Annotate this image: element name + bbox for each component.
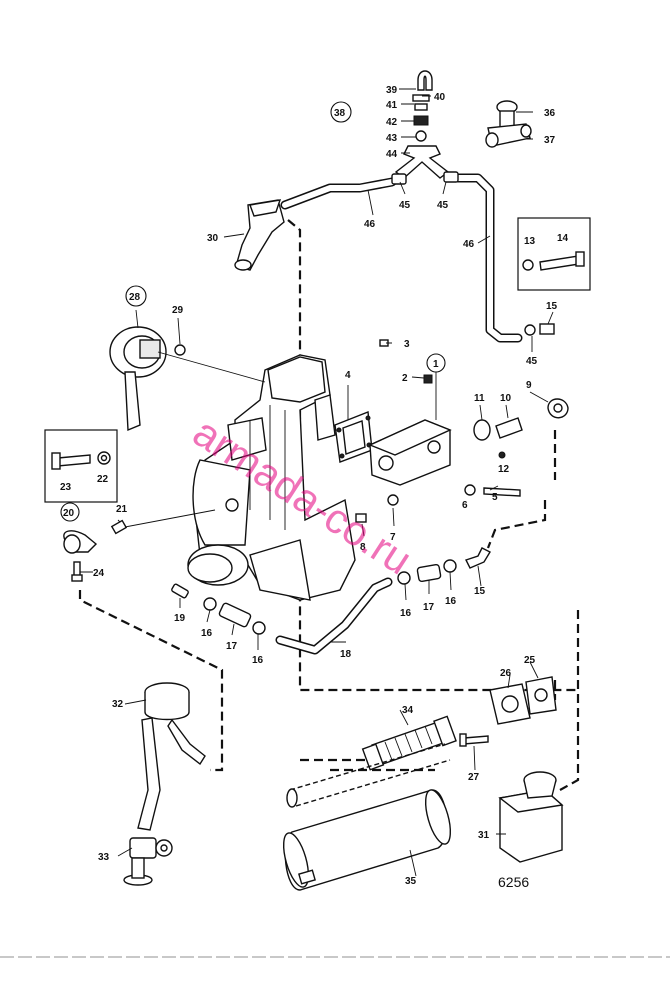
callout-41: 41 <box>386 100 398 111</box>
callout-38-ring <box>330 101 352 123</box>
silencer-part-35 <box>282 789 452 891</box>
drain-valve-part-33 <box>123 837 173 886</box>
drawing-code: 6256 <box>498 874 529 890</box>
callout-14: 14 <box>557 233 569 244</box>
callout-45-lower: 45 <box>526 356 538 367</box>
callout-29: 29 <box>172 305 184 316</box>
callout-16-c: 16 <box>400 608 412 619</box>
callout-40: 40 <box>434 92 446 103</box>
callout-16-b: 16 <box>252 655 264 666</box>
hose-part-46-right <box>450 173 523 343</box>
bolt-part-27 <box>459 733 489 747</box>
hose-part-46-upper <box>280 177 397 210</box>
callout-11: 11 <box>474 393 485 404</box>
pump-part-28 <box>109 326 266 432</box>
detail-box-22-23 <box>44 429 118 503</box>
callout-46-upper: 46 <box>364 219 376 230</box>
callout-19: 19 <box>174 613 186 624</box>
callout-8: 8 <box>360 542 366 553</box>
callout-28: 28 <box>129 292 141 303</box>
plate-part-4 <box>334 411 373 463</box>
fitting-part-24 <box>71 561 83 582</box>
callout-6: 6 <box>462 500 468 511</box>
callout-32: 32 <box>112 699 124 710</box>
leader-lines <box>80 88 554 877</box>
sleeve-part-35-upper <box>286 743 451 808</box>
fittings-16-17-16-15 <box>397 547 491 585</box>
callout-22: 22 <box>97 474 109 485</box>
callout-4: 4 <box>345 370 351 381</box>
callout-21: 21 <box>116 504 128 515</box>
callout-16-a: 16 <box>201 628 213 639</box>
callout-17-lower: 17 <box>226 641 238 652</box>
callout-44: 44 <box>386 149 398 160</box>
callout-18: 18 <box>340 649 352 660</box>
top-fitting-assembly <box>391 70 459 185</box>
manifold-part-31 <box>498 771 564 863</box>
detail-box-13-14 <box>517 217 591 291</box>
engine-block <box>187 354 356 601</box>
callout-9: 9 <box>526 380 532 391</box>
callout-37: 37 <box>544 135 556 146</box>
callout-36: 36 <box>544 108 556 119</box>
hose-part-17-middle <box>416 563 442 583</box>
callout-1-ring <box>426 353 446 373</box>
callout-39: 39 <box>386 85 398 96</box>
callout-labels: 39 40 41 42 43 44 38 36 37 45 45 46 46 3… <box>60 85 569 887</box>
hose-part-17-lower <box>218 602 252 628</box>
dashed-routing-lines <box>78 219 580 791</box>
callout-38: 38 <box>334 108 346 119</box>
callout-15-upper: 15 <box>546 301 558 312</box>
callout-3: 3 <box>404 339 410 350</box>
callout-16-d: 16 <box>445 596 457 607</box>
callout-46-right: 46 <box>463 239 475 250</box>
callout-45-left: 45 <box>399 200 411 211</box>
callout-12: 12 <box>498 464 510 475</box>
callout-23: 23 <box>60 482 72 493</box>
callout-27: 27 <box>468 772 480 783</box>
tank-part-32 <box>137 682 206 831</box>
callout-15-lower: 15 <box>474 586 486 597</box>
flange-parts-25-26 <box>489 676 557 725</box>
thermostat-housing-part-1 <box>314 394 452 486</box>
callout-5: 5 <box>492 492 498 503</box>
callout-7: 7 <box>390 532 396 543</box>
elbow-part-30 <box>234 199 285 271</box>
callout-28-ring <box>125 285 147 307</box>
callout-17-middle: 17 <box>423 602 435 613</box>
valve-part-36-37 <box>485 100 532 148</box>
fittings-19-16-17-16 <box>171 583 266 635</box>
callout-31: 31 <box>478 830 490 841</box>
callout-24: 24 <box>93 568 105 579</box>
callout-35: 35 <box>405 876 417 887</box>
callout-20: 20 <box>63 508 75 519</box>
callout-13: 13 <box>524 236 536 247</box>
callout-43: 43 <box>386 133 398 144</box>
fitting-part-20 <box>63 509 216 554</box>
callout-10: 10 <box>500 393 512 404</box>
callout-42: 42 <box>386 117 398 128</box>
small-parts-right <box>355 323 569 523</box>
callout-45-right: 45 <box>437 200 449 211</box>
callout-1: 1 <box>433 359 439 370</box>
callout-30: 30 <box>207 233 219 244</box>
callout-34: 34 <box>402 705 414 716</box>
callout-26: 26 <box>500 668 512 679</box>
callout-20-ring <box>60 502 80 522</box>
callout-25: 25 <box>524 655 536 666</box>
callout-33: 33 <box>98 852 110 863</box>
callout-2: 2 <box>402 373 408 384</box>
hose-part-18 <box>275 577 393 655</box>
